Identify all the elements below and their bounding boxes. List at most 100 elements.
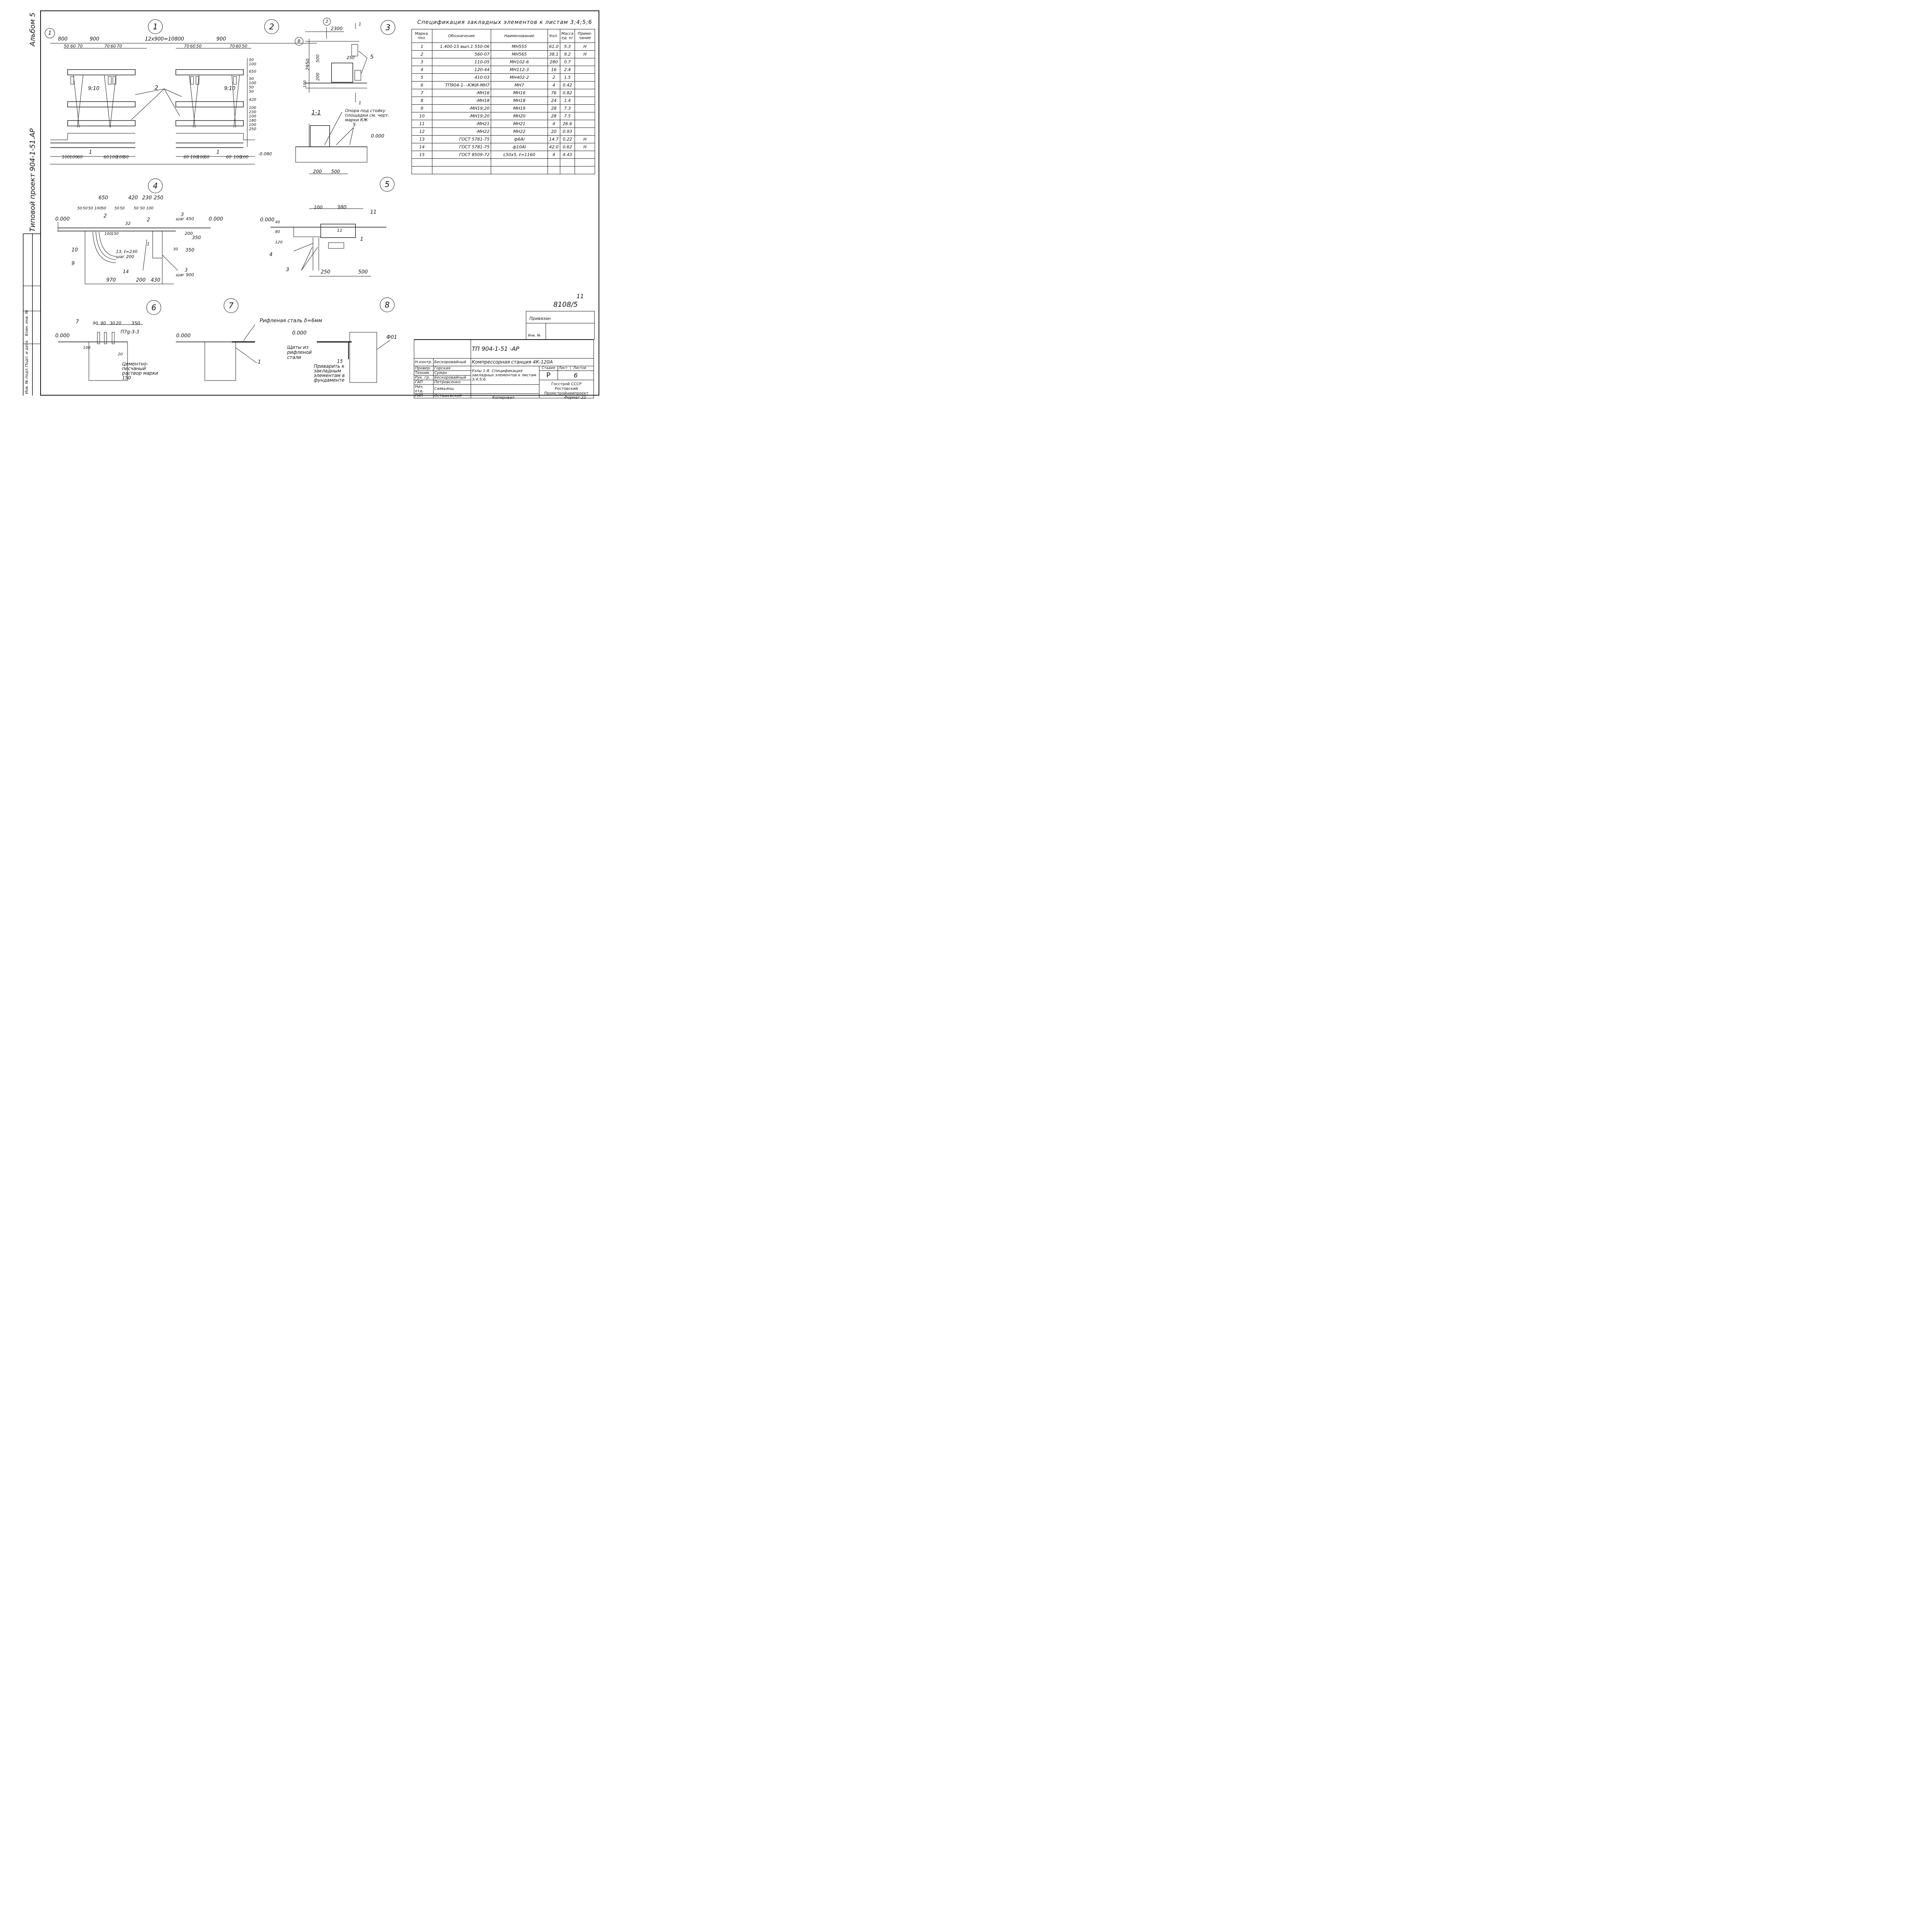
v4-label-10: 10	[71, 247, 78, 253]
stamp-stage: Р	[539, 370, 558, 380]
v1-sub-1: 60	[70, 44, 76, 49]
spec-cell: Н	[575, 42, 595, 51]
v4-label-2-b: 2	[147, 217, 150, 223]
v1-bl-4: 100	[109, 155, 117, 160]
v1-right-12: 100	[249, 123, 257, 127]
spec-cell: Н	[575, 50, 595, 58]
spec-cell	[575, 120, 595, 128]
drawing-sheet: Типовой проект 904-1-51.АР Альбом 5 Инв.…	[0, 0, 606, 406]
spec-h-designation: Обозначение	[432, 29, 491, 43]
v1-sub-7: 60	[190, 44, 196, 49]
v1-bl-0: 100	[62, 155, 70, 160]
view-6-drawing	[58, 324, 143, 381]
spec-cell: 9	[412, 104, 432, 112]
inv-label: Инв. №	[528, 334, 541, 338]
stamp-person-role: ГАП	[414, 379, 434, 385]
v5-dim-120: 120	[275, 240, 283, 245]
spec-cell: 76	[548, 89, 560, 97]
binding-label: Привязан	[529, 316, 551, 321]
spec-cell: 410-03	[432, 73, 491, 82]
v1-br-2: 100	[197, 155, 205, 160]
spec-cell: ГОСТ 8509-72	[432, 151, 491, 159]
stamp-person-role: Провер.	[414, 365, 434, 371]
spec-cell: 28	[548, 112, 560, 120]
stamp-sheet-h: Лист	[558, 366, 568, 370]
view-number-6: 6	[146, 300, 161, 315]
spec-cell: 12	[412, 127, 432, 136]
spec-cell	[575, 112, 595, 120]
stamp-person-name: Бескоровайный	[433, 375, 471, 380]
spec-cell: МН565	[491, 50, 548, 58]
v1-dim-total: 12х900=10800	[145, 36, 184, 42]
v1-right-13: 250	[249, 127, 257, 131]
spec-cell: 0.22	[560, 135, 575, 143]
v5-label-4: 4	[269, 252, 273, 258]
v5-label-1: 1	[360, 236, 364, 242]
spec-cell	[575, 73, 595, 82]
spec-cell: -МН21	[432, 120, 491, 128]
spec-cell: ф6АI	[491, 135, 548, 143]
stamp-person-role: Нач. отд.	[414, 384, 434, 394]
spec-cell: МН16	[491, 89, 548, 97]
v1-sub-10: 60	[236, 44, 241, 49]
v1-right-7: 420	[249, 98, 257, 102]
v4-label-9: 9	[71, 261, 75, 267]
v4-sub-4: 50	[101, 206, 106, 211]
stamp-title-tail	[471, 384, 539, 394]
v1-br-3: 60	[204, 155, 209, 160]
view-5-drawing	[270, 208, 386, 277]
v6-dim-20b: 20	[118, 352, 123, 357]
v4-label-1: 1	[147, 241, 150, 246]
v4-sub-9: 100	[146, 206, 154, 211]
spec-cell: ГОСТ 5781-75	[432, 143, 491, 151]
spec-cell	[575, 151, 595, 159]
stamp-person-role: ГИП	[414, 393, 434, 398]
spec-cell: -МН18	[432, 97, 491, 105]
spec-cell: МН402-2	[491, 73, 548, 82]
v4-sub-0: 50	[77, 206, 82, 211]
v5-dim-380: 380	[337, 205, 347, 211]
v1-dim-900b: 900	[216, 36, 226, 42]
spec-cell: МН7	[491, 81, 548, 89]
spec-cell	[575, 58, 595, 66]
v3-dim-5: 250	[347, 55, 355, 60]
v1-right-11: 180	[249, 119, 257, 123]
spec-cell: МН21	[491, 120, 548, 128]
line-work	[23, 23, 391, 396]
v6-dim-350: 350	[131, 321, 140, 326]
v3-dim-2: 500	[315, 54, 320, 63]
v3-label-5: 5	[370, 54, 374, 60]
view-number-8: 8	[380, 297, 395, 312]
v3-dim-4: 100	[303, 80, 308, 88]
v4-step-450: шаг 450	[176, 216, 194, 221]
stamp-person-name: Горская	[433, 365, 471, 371]
v4-dim-650: 650	[99, 195, 108, 201]
v5-dim-80: 80	[275, 230, 280, 234]
stamp-person-name: Осташевский	[433, 393, 471, 398]
v3-section-mark-top: 1	[359, 22, 361, 27]
v3-dim-6: 200	[313, 169, 322, 174]
title-block: ТП 904-1-51 -АР Н.контр. Бескоровайный К…	[414, 339, 594, 398]
v4-dim-420: 420	[128, 195, 138, 201]
v5-dim-100: 100	[314, 205, 323, 210]
v4-sub-8: 50	[140, 206, 145, 211]
v4-note-step200: шаг 200	[116, 254, 134, 259]
spec-empty-row	[412, 166, 595, 174]
v1-sub-3: 70	[104, 44, 110, 49]
spec-cell: 110-05	[432, 58, 491, 66]
v4-sub-1: 50	[83, 206, 88, 211]
spec-cell: 14	[412, 143, 432, 151]
view-number-5: 5	[380, 177, 395, 192]
spec-cell: 5.3	[560, 42, 575, 51]
v1-bl-2: 60	[77, 155, 83, 160]
spec-cell: 7.5	[560, 112, 575, 120]
v1-mark: -0.080	[258, 151, 272, 156]
spec-cell: 28	[548, 104, 560, 112]
spec-cell: МН19	[491, 104, 548, 112]
